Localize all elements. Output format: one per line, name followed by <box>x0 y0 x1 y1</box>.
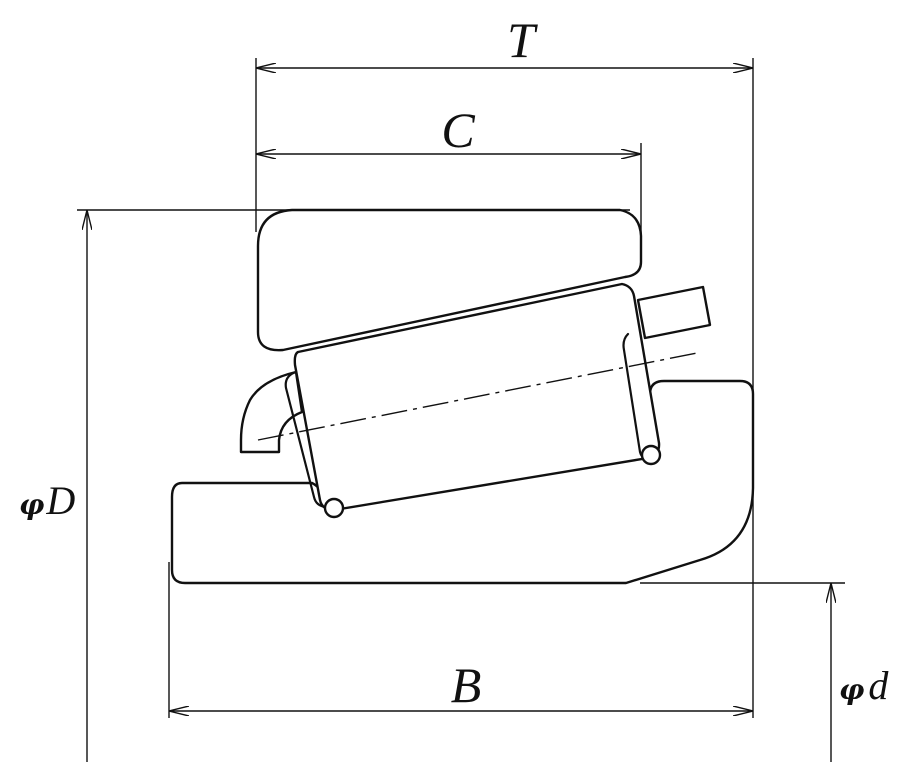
roller-axis-centerline <box>257 352 698 441</box>
label-t: T <box>507 12 538 68</box>
roller-contact-large <box>640 444 662 466</box>
dimension-lines <box>87 68 831 762</box>
cage-right <box>636 285 712 340</box>
label-outer-diameter: φD <box>19 478 75 523</box>
roller-contact-small <box>323 497 345 519</box>
roller-small-end-arc <box>284 370 328 509</box>
phi-symbol-outer: φ <box>19 488 45 521</box>
letter-d-bore: d <box>868 663 889 708</box>
label-c: C <box>441 102 475 158</box>
letter-d-outer: D <box>45 478 75 523</box>
outer-ring <box>256 208 643 352</box>
label-b: B <box>451 657 482 713</box>
phi-symbol-bore: φ <box>839 673 865 706</box>
